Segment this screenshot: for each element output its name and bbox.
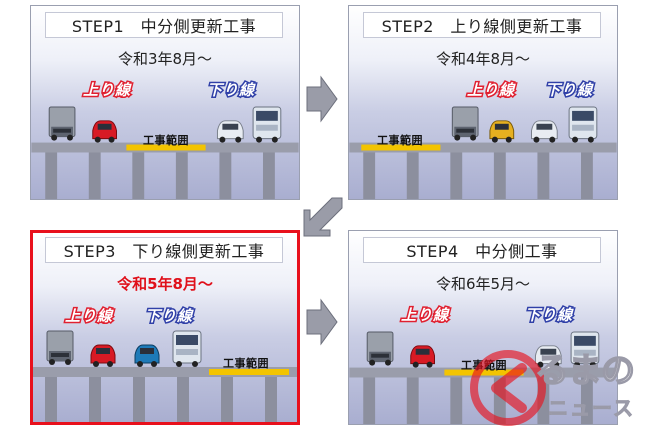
step2-down-lane-label: 下り線 <box>543 80 594 101</box>
step3-title: STEP3 下り線側更新工事 <box>45 237 283 263</box>
step4-date: 令和6年5月～ <box>435 275 531 293</box>
step2-work-label: 工事範囲 <box>377 134 423 147</box>
kuruma-news-logo-icon <box>470 350 546 426</box>
step4-title: STEP4 中分側工事 <box>363 237 601 263</box>
step4-down-lane-label: 下り線 <box>523 305 574 326</box>
step3-down-lane-label: 下り線 <box>143 306 194 327</box>
step1-bridge-diagram <box>31 106 299 199</box>
step2-up-lane-label: 上り線 <box>465 80 516 101</box>
step1-date: 令和3年8月～ <box>117 50 213 68</box>
step1-work-label: 工事範囲 <box>143 134 189 147</box>
step1-up-lane-label: 上り線 <box>81 80 132 101</box>
arrow-right-icon <box>306 75 338 123</box>
arrow-down-left-icon <box>303 197 343 237</box>
watermark-text-1: るまの <box>534 350 636 392</box>
step3-date: 令和5年8月～ <box>117 275 213 293</box>
step3-panel-current: STEP3 下り線側更新工事 令和5年8月～ 上り線 下り線 工事範囲 <box>30 230 300 425</box>
step4-panel: STEP4 中分側工事 令和6年5月～ 上り線 下り線 工事範囲 <box>348 230 618 425</box>
step2-title: STEP2 上り線側更新工事 <box>363 12 601 38</box>
watermark-text-2: ニュース <box>548 396 635 421</box>
step4-up-lane-label: 上り線 <box>399 305 450 326</box>
step2-date: 令和4年8月～ <box>435 50 531 68</box>
arrow-right-icon-2 <box>306 298 338 346</box>
step1-panel: STEP1 中分側更新工事 令和3年8月～ 上り線 下り線 工事範囲 <box>30 5 300 200</box>
step2-bridge-diagram <box>349 106 617 199</box>
step1-down-lane-label: 下り線 <box>205 80 256 101</box>
step1-title: STEP1 中分側更新工事 <box>45 12 283 38</box>
step3-up-lane-label: 上り線 <box>63 306 114 327</box>
step3-bridge-diagram <box>33 330 297 422</box>
step3-work-label: 工事範囲 <box>223 357 269 370</box>
step2-panel: STEP2 上り線側更新工事 令和4年8月～ 上り線 下り線 工事範囲 <box>348 5 618 200</box>
